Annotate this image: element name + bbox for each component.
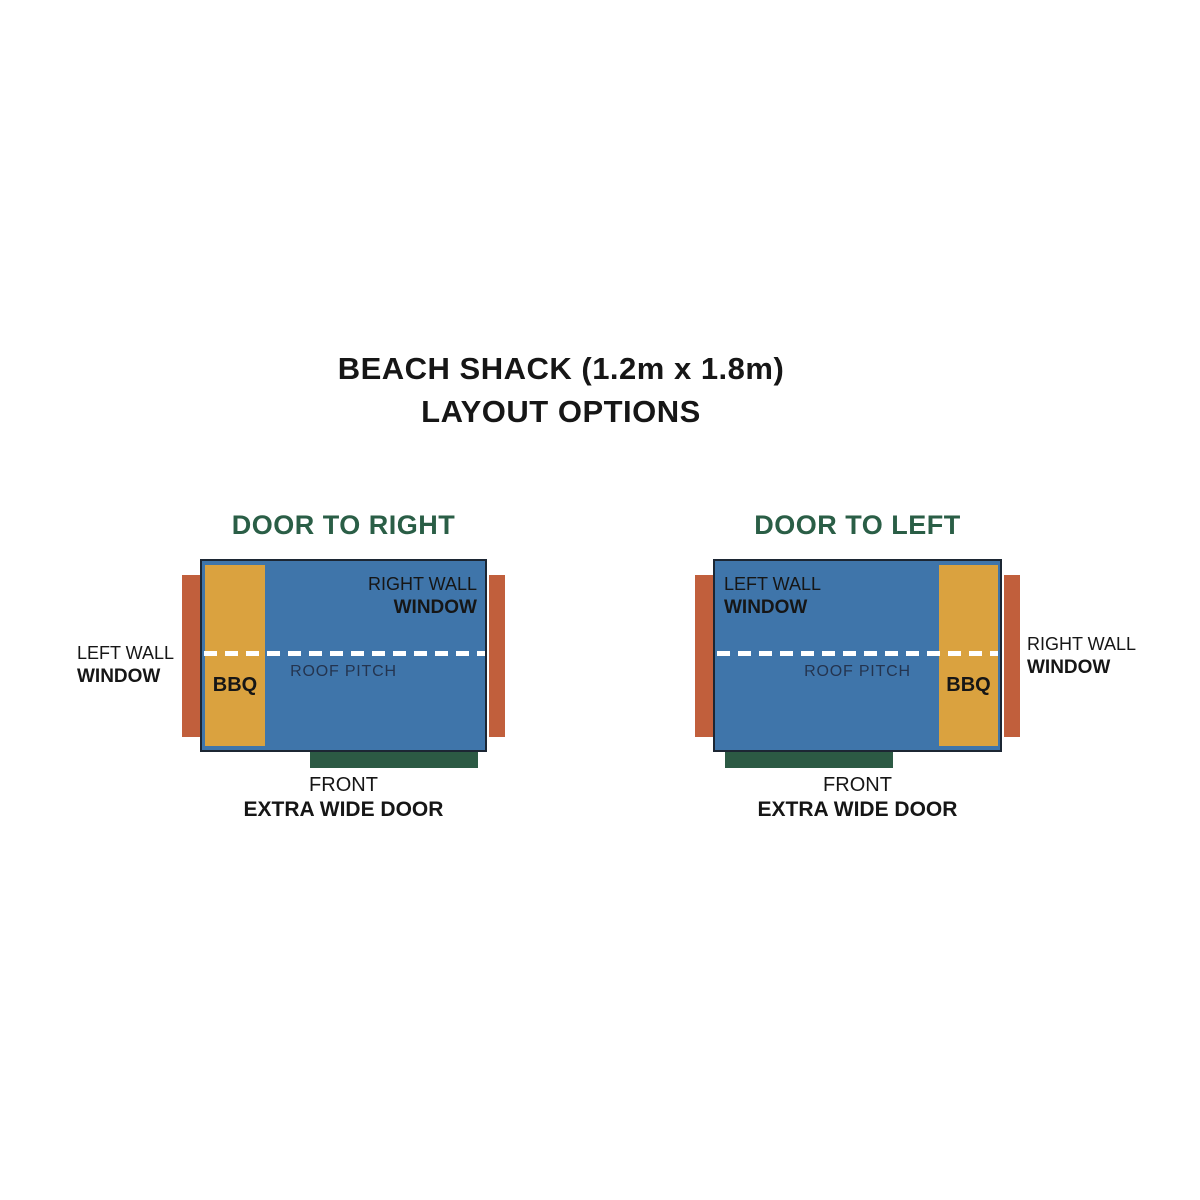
wall-label-line2: WINDOW — [1027, 657, 1111, 678]
roof-pitch-line — [717, 651, 998, 656]
front-label-line1: FRONT — [823, 774, 892, 796]
page-title: BEACH SHACK (1.2m x 1.8m) LAYOUT OPTIONS — [338, 347, 785, 433]
wall-label-line2: WINDOW — [77, 666, 161, 687]
right-wall-window-label: RIGHT WALL WINDOW — [1027, 633, 1136, 679]
page-title-line2: LAYOUT OPTIONS — [421, 394, 701, 429]
wall-label-line1: RIGHT WALL — [367, 574, 477, 594]
left-wall-window-label: LEFT WALL WINDOW — [77, 642, 174, 688]
wall-label-line2: WINDOW — [724, 597, 808, 618]
front-label-line1: FRONT — [309, 774, 378, 796]
right-wall-window-label: RIGHT WALL WINDOW — [200, 573, 477, 619]
wall-label-line2: WINDOW — [393, 597, 477, 618]
right-wall-window-bar — [1004, 575, 1020, 737]
roof-pitch-label: ROOF PITCH — [804, 663, 911, 680]
wall-label-line1: LEFT WALL — [724, 574, 822, 594]
diagram-heading-door-to-left: DOOR TO LEFT — [754, 510, 961, 540]
front-label-line2: EXTRA WIDE DOOR — [757, 798, 958, 821]
roof-pitch-label: ROOF PITCH — [290, 663, 397, 680]
bbq-label: BBQ — [212, 674, 258, 696]
diagram-heading-door-to-right: DOOR TO RIGHT — [231, 510, 456, 540]
left-wall-window-bar — [695, 575, 713, 737]
front-label-line2: EXTRA WIDE DOOR — [243, 798, 444, 821]
front-door-label: FRONT EXTRA WIDE DOOR — [713, 773, 1002, 822]
bbq-label: BBQ — [946, 674, 991, 696]
front-extra-wide-door-bar — [725, 752, 893, 768]
left-wall-window-bar — [182, 575, 200, 737]
roof-pitch-line — [204, 651, 485, 656]
wall-label-line1: RIGHT WALL — [1027, 634, 1137, 654]
front-door-label: FRONT EXTRA WIDE DOOR — [200, 773, 487, 822]
wall-label-line1: LEFT WALL — [77, 643, 175, 663]
front-extra-wide-door-bar — [310, 752, 478, 768]
left-wall-window-label: LEFT WALL WINDOW — [724, 573, 821, 619]
right-wall-window-bar — [489, 575, 505, 737]
page-title-line1: BEACH SHACK (1.2m x 1.8m) — [337, 351, 785, 386]
